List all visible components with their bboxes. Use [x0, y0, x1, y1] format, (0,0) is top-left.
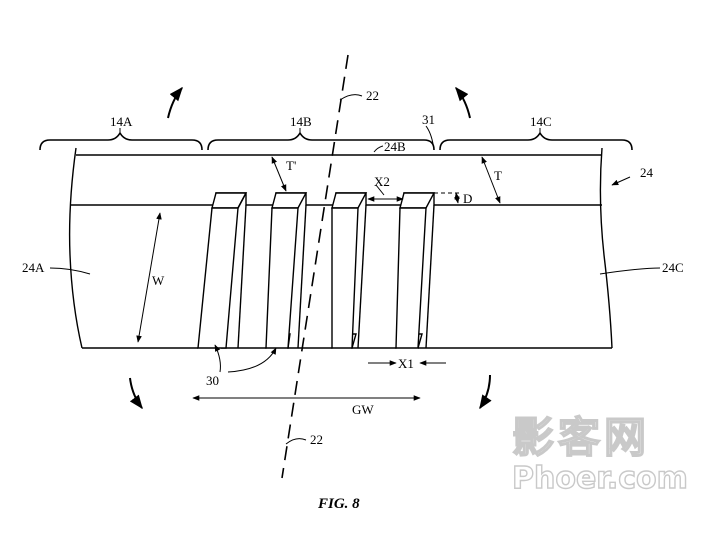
rotation-arrows — [129, 86, 492, 410]
groove-bottoms — [197, 333, 423, 349]
brace-14a — [39, 131, 203, 151]
label-w: W — [152, 273, 165, 288]
watermark-site: Phoer.com — [512, 461, 688, 496]
leader-30a — [214, 344, 221, 373]
label-gw: GW — [352, 402, 374, 417]
dim-w — [136, 212, 162, 343]
figure-caption: FIG. 8 — [317, 496, 360, 512]
label-30: 30 — [206, 373, 219, 388]
leader-30b — [227, 347, 277, 373]
fin-2-face — [265, 207, 299, 349]
section-braces — [39, 131, 633, 151]
label-14c: 14C — [530, 114, 552, 129]
label-x2: X2 — [374, 174, 390, 189]
dimension-lines — [136, 156, 501, 401]
label-x1: X1 — [398, 356, 414, 371]
label-24b: 24B — [384, 139, 406, 154]
label-24c: 24C — [662, 260, 684, 275]
fin-1 — [211, 192, 248, 209]
label-t-prime: T' — [286, 158, 296, 173]
label-14b: 14B — [290, 114, 312, 129]
dim-d-arrow — [454, 192, 460, 204]
rotate-arrow-bottom-left — [129, 377, 143, 410]
fin-1-face — [197, 207, 239, 349]
fin-3-face — [331, 207, 359, 349]
leader-24b — [373, 145, 384, 153]
label-14a: 14A — [110, 114, 133, 129]
rotate-arrow-top-right — [455, 86, 471, 119]
leader-24c — [599, 267, 661, 275]
fins — [197, 192, 436, 349]
label-31: 31 — [422, 112, 435, 127]
label-24a: 24A — [22, 260, 45, 275]
bend-axis — [281, 54, 349, 479]
label-t: T — [494, 168, 502, 183]
leader-22-bottom — [285, 438, 307, 445]
leader-31 — [425, 125, 435, 151]
fin-4-face — [395, 207, 427, 349]
leader-lines — [49, 94, 661, 445]
dim-t — [481, 156, 501, 204]
brace-14c — [439, 131, 633, 151]
leader-24a — [49, 267, 91, 275]
label-axis-bottom: 22 — [310, 432, 323, 447]
fin-3 — [331, 192, 368, 209]
right-edge — [599, 147, 613, 349]
reference-labels: 14A 14B 14C 22 22 31 24B 24 T T' X2 X1 D… — [22, 88, 684, 447]
leader-22-top — [339, 94, 363, 101]
rotate-arrow-top-left — [167, 86, 183, 119]
leader-24 — [611, 176, 631, 186]
watermark-chinese: 影客网 — [512, 413, 650, 462]
fin-4 — [399, 192, 436, 209]
rotate-arrow-bottom-right — [479, 374, 492, 410]
left-edge — [68, 147, 83, 349]
dim-t-prime — [271, 156, 287, 192]
label-24: 24 — [640, 165, 654, 180]
leader-x2 — [375, 184, 385, 196]
fin-2 — [271, 192, 308, 209]
label-axis-top: 22 — [366, 88, 379, 103]
watermark: 影客网 Phoer.com — [511, 412, 688, 497]
bend-axis-line — [281, 54, 349, 479]
label-d: D — [463, 191, 472, 206]
